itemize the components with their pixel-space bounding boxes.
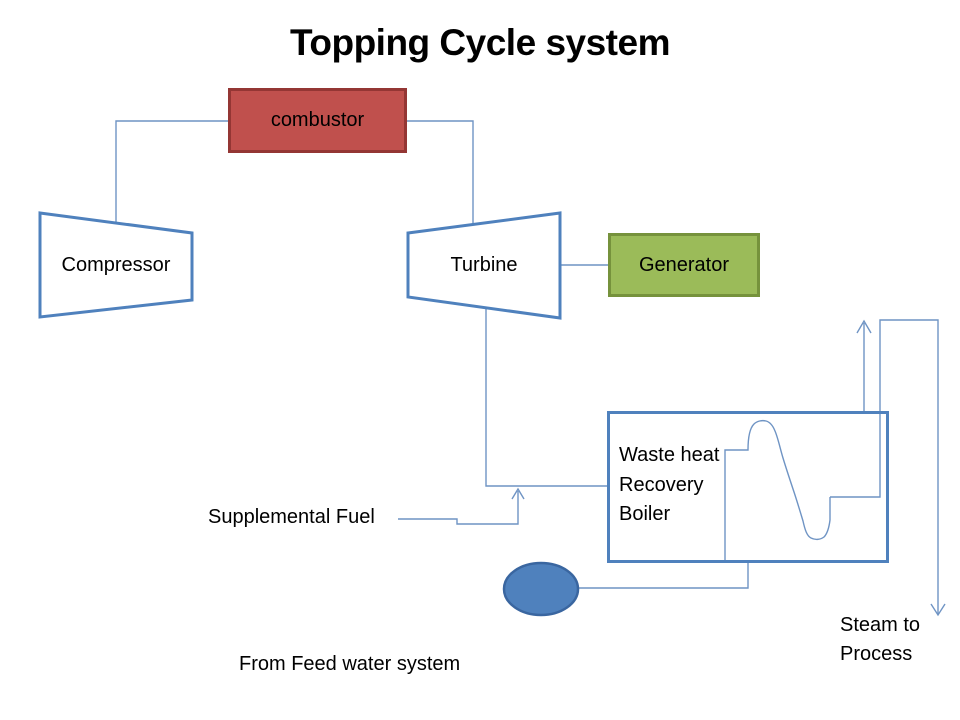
steam-to-process-label: Steam to Process [840, 611, 950, 669]
generator-node: Generator [608, 233, 760, 297]
pump-ellipse [502, 561, 580, 617]
compressor-node: Compressor [40, 213, 192, 317]
compressor-label: Compressor [61, 253, 171, 276]
steam-to-process-line1: Steam to [840, 614, 921, 636]
turbine-shape [406, 211, 562, 320]
generator-label: Generator [638, 253, 730, 276]
boiler-label-line3: Boiler [619, 503, 671, 525]
boiler-label: Waste heat Recovery Boiler [619, 441, 749, 530]
steam-line [830, 319, 939, 614]
turbine-label: Turbine [450, 254, 518, 276]
boiler-label-line1: Waste heat [619, 444, 720, 466]
boiler-box [607, 411, 889, 563]
steam-to-process-line2: Process [840, 643, 913, 665]
page-title: Topping Cycle system [290, 22, 670, 63]
feed-water-label: From Feed water system [239, 653, 461, 675]
connector-combustor-compressor [115, 120, 228, 222]
boiler-label-line2: Recovery [619, 473, 704, 496]
turbine-node: Turbine [408, 213, 560, 318]
boiler-coil-line [724, 419, 831, 561]
arrow-up-icon [856, 319, 872, 334]
arrow-up-icon [511, 487, 525, 500]
connector-combustor-turbine [407, 120, 474, 224]
arrow-down-icon [930, 603, 946, 617]
pump-to-boiler-line [578, 563, 749, 589]
compressor-shape [38, 211, 194, 319]
combustor-node: combustor [228, 88, 407, 153]
connector-turbine-boiler [485, 308, 607, 487]
combustor-label: combustor [270, 109, 365, 131]
supplemental-fuel-label: Supplemental Fuel [208, 506, 375, 528]
supplemental-fuel-line [398, 491, 519, 525]
